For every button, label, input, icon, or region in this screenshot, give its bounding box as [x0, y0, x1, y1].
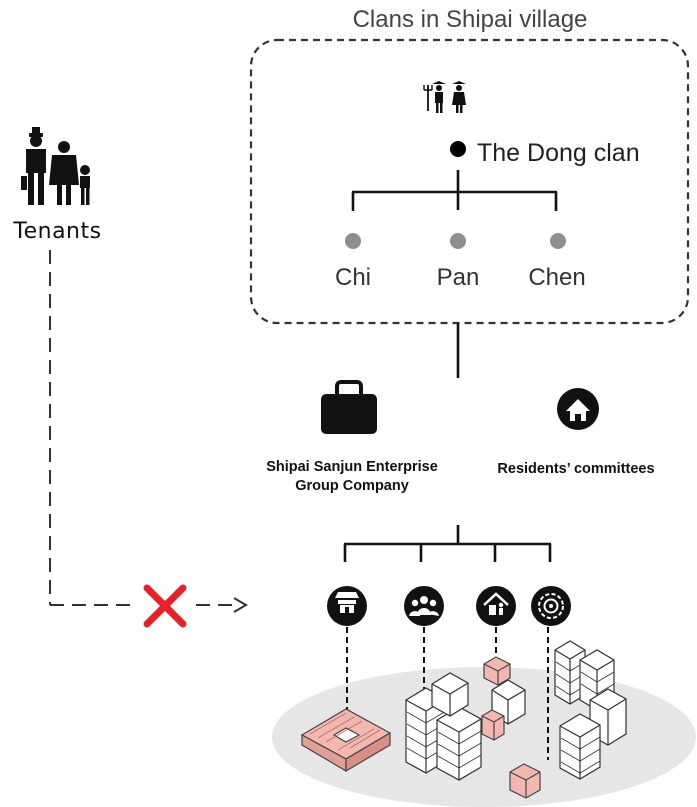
pink-blocks [481, 656, 541, 799]
committee-label: Residents’ committees [497, 461, 655, 477]
temple-icon [327, 586, 367, 626]
farmer-couple-icon [423, 81, 466, 113]
housing-icon [476, 586, 516, 626]
dong-clan-label: The Dong clan [477, 139, 640, 167]
pan-clan-dot [450, 233, 466, 249]
chen-clan-label: Chen [528, 264, 586, 291]
tenants-dashed-path [49, 250, 232, 606]
clan-tree-lines [351, 170, 558, 211]
dong-clan-dot [450, 141, 466, 157]
company-label-line-2: Group Company [295, 478, 409, 494]
tenants-family-icon [21, 127, 90, 205]
icon-drop-lines [346, 627, 549, 760]
chi-clan-dot [345, 233, 361, 249]
gear-flower-icon [531, 586, 571, 626]
pan-clan-label: Pan [436, 264, 480, 291]
arrow-head [233, 597, 248, 613]
company-label: Shipai Sanjun Enterprise Group Company [232, 458, 472, 496]
people-icon [404, 586, 444, 626]
apartment-blocks [405, 640, 627, 781]
chi-clan-label: Chi [334, 264, 371, 291]
courtyard-building [300, 708, 392, 773]
company-label-line-1: Shipai Sanjun Enterprise [266, 459, 438, 475]
diagram-title: Clans in Shipai village [352, 6, 588, 33]
tenants-label: Tenants [13, 219, 102, 244]
clan-box [249, 38, 690, 325]
briefcase-icon [321, 380, 377, 434]
service-tree-lines [343, 525, 552, 562]
blocked-x-icon [143, 584, 187, 628]
home-icon [557, 388, 599, 430]
chen-clan-dot [550, 233, 566, 249]
